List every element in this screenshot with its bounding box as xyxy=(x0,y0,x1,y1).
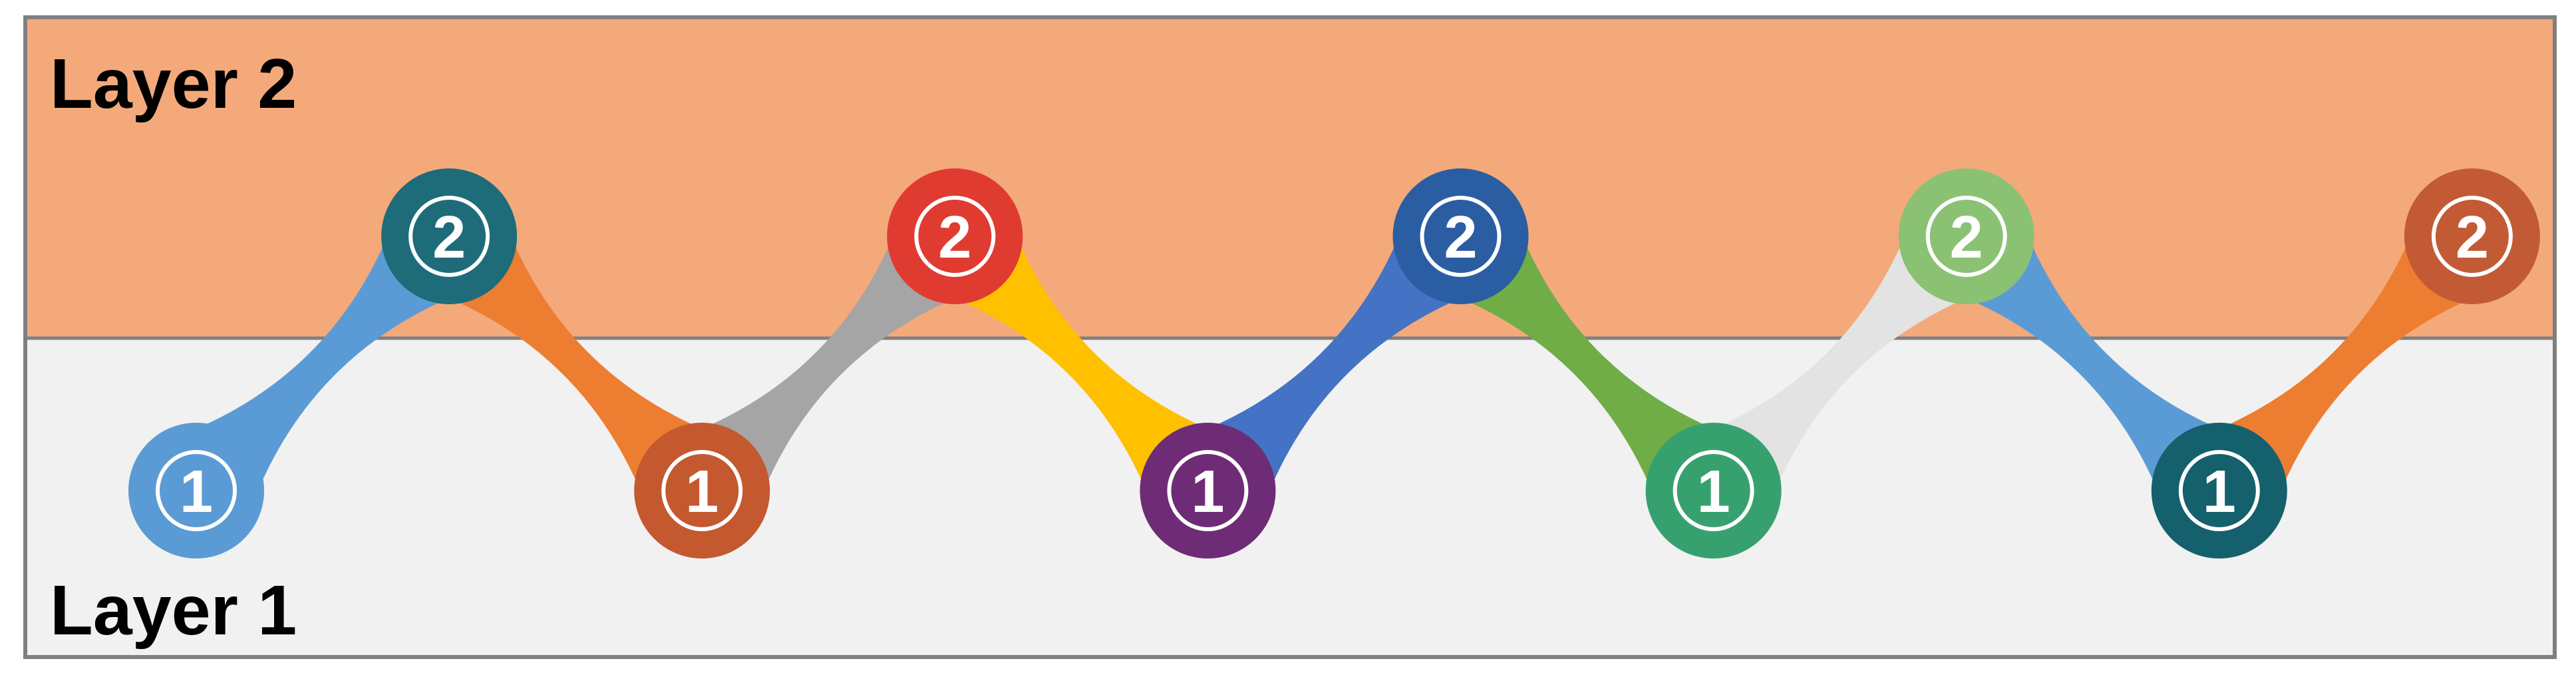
node-group: 1 2 1 2 1 2 1 2 1 2 xyxy=(128,168,2540,559)
layer1-label: Layer 1 xyxy=(50,571,297,650)
node-ring xyxy=(914,196,996,277)
node-disc xyxy=(381,168,518,304)
node-number: 2 xyxy=(2456,204,2489,271)
node-2-layer2: 2 xyxy=(381,168,518,304)
node-disc xyxy=(1645,423,1782,559)
node-4-layer2: 2 xyxy=(887,168,1023,304)
node-ring xyxy=(1420,196,1502,277)
node-disc xyxy=(1898,168,2034,304)
node-6-layer2: 2 xyxy=(1392,168,1529,304)
node-ring xyxy=(661,450,743,531)
node-ring xyxy=(1167,450,1249,531)
node-disc xyxy=(128,423,264,559)
node-8-layer2: 2 xyxy=(1898,168,2034,304)
node-number: 2 xyxy=(1950,204,1983,271)
node-5-layer1: 1 xyxy=(1140,423,1276,559)
node-number: 1 xyxy=(180,459,213,525)
node-disc xyxy=(634,423,770,559)
node-number: 2 xyxy=(432,204,466,271)
layer2-label: Layer 2 xyxy=(50,45,297,123)
node-number: 2 xyxy=(938,204,971,271)
node-ring xyxy=(2178,450,2260,531)
node-number: 2 xyxy=(1444,204,1477,271)
node-disc xyxy=(2404,168,2540,304)
node-10-layer2: 2 xyxy=(2404,168,2540,304)
node-ring xyxy=(408,196,490,277)
node-number: 1 xyxy=(1191,459,1224,525)
node-disc xyxy=(2151,423,2287,559)
node-7-layer1: 1 xyxy=(1645,423,1782,559)
node-1-layer1: 1 xyxy=(128,423,264,559)
node-3-layer1: 1 xyxy=(634,423,770,559)
frame-border xyxy=(23,15,2557,659)
node-9-layer1: 1 xyxy=(2151,423,2287,559)
node-disc xyxy=(1140,423,1276,559)
node-number: 1 xyxy=(1697,459,1730,525)
node-ring xyxy=(2431,196,2513,277)
node-number: 1 xyxy=(2203,459,2236,525)
node-ring xyxy=(1673,450,1754,531)
node-ring xyxy=(1925,196,2007,277)
node-ring xyxy=(156,450,237,531)
node-disc xyxy=(1392,168,1529,304)
node-disc xyxy=(887,168,1023,304)
node-number: 1 xyxy=(685,459,719,525)
